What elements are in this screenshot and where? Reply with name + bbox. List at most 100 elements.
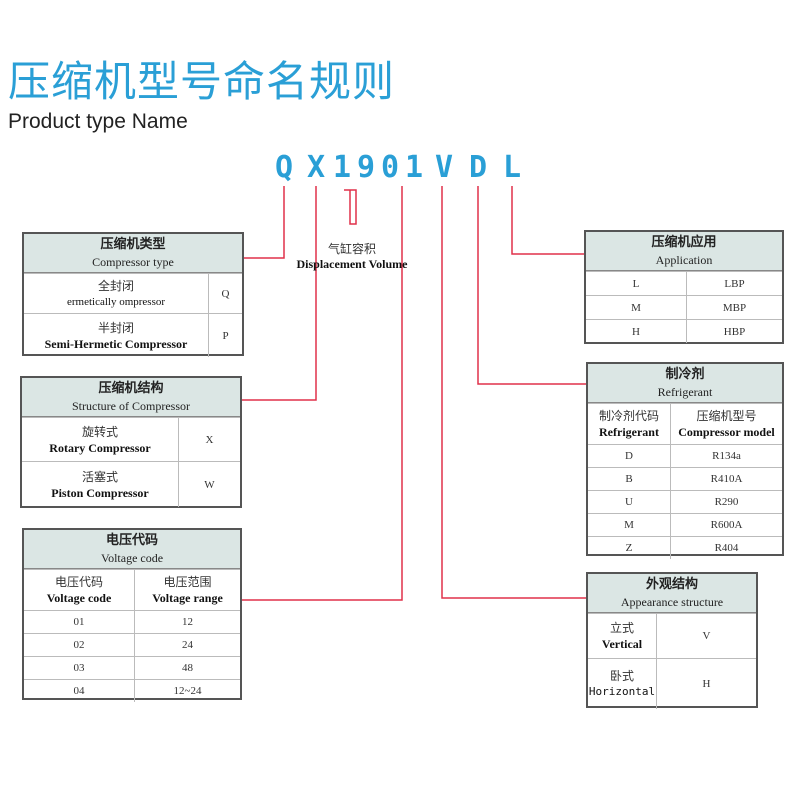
code-letter-v: V xyxy=(434,150,454,185)
compressor-type-name-cn: 半封闭 xyxy=(97,320,134,335)
code-digit-1: 1 xyxy=(332,150,352,185)
refrigerant-row: B R410A xyxy=(588,467,782,490)
structure-name-en: Piston Compressor xyxy=(51,485,149,500)
refrigerant-value: R134a xyxy=(712,450,741,462)
voltage-range: 12 xyxy=(182,616,193,628)
compressor-type-code: Q xyxy=(221,287,230,300)
appearance-row: 卧式 Horizontal H xyxy=(588,658,756,709)
compressor-type-name-cn: 全封闭 xyxy=(97,278,134,293)
compressor-type-name-en: ermetically ompressor xyxy=(66,295,166,308)
application-row: H HBP xyxy=(586,319,782,343)
application-value: HBP xyxy=(723,325,746,338)
application-row: L LBP xyxy=(586,271,782,295)
structure-title-en: Structure of Compressor xyxy=(72,399,190,413)
appearance-code: V xyxy=(702,630,711,642)
refrigerant-box: 制冷剂 Refrigerant 制冷剂代码 Refrigerant 压缩机型号 … xyxy=(586,362,784,559)
application-value: LBP xyxy=(724,277,745,290)
displacement-en: Displacement Volume xyxy=(296,257,408,271)
voltage-col-code-cn: 电压代码 xyxy=(54,575,103,589)
structure-name-cn: 旋转式 xyxy=(81,424,118,439)
appearance-code: H xyxy=(702,678,711,690)
application-row: M MBP xyxy=(586,295,782,319)
page-subtitle: Product type Name xyxy=(8,110,188,133)
voltage-col-code-en: Voltage code xyxy=(46,591,112,605)
appearance-header: 外观结构 Appearance structure xyxy=(588,574,756,613)
compressor-type-row: 全封闭 ermetically ompressor Q xyxy=(24,273,242,313)
refrigerant-code: D xyxy=(625,450,633,462)
structure-title-cn: 压缩机结构 xyxy=(98,381,164,396)
refrigerant-value: R600A xyxy=(710,519,743,531)
refrigerant-row: M R600A xyxy=(588,513,782,536)
compressor-type-title-en: Compressor type xyxy=(92,255,174,269)
refrigerant-code: M xyxy=(624,519,634,531)
refrigerant-code: Z xyxy=(625,542,633,554)
voltage-col-range-en: Voltage range xyxy=(152,591,223,605)
voltage-row: 01 12 xyxy=(24,610,240,633)
code-letter-d: D xyxy=(468,150,488,185)
refrigerant-title-en: Refrigerant xyxy=(657,385,713,399)
code-digit-9: 9 xyxy=(356,150,376,185)
appearance-title-cn: 外观结构 xyxy=(645,577,698,592)
refrigerant-row: D R134a xyxy=(588,444,782,467)
voltage-col-headers: 电压代码 Voltage code 电压范围 Voltage range xyxy=(24,569,240,610)
connector-l xyxy=(511,186,584,255)
voltage-row: 03 48 xyxy=(24,656,240,679)
voltage-range: 48 xyxy=(182,662,193,674)
application-code: H xyxy=(632,325,640,338)
compressor-type-name-en: Semi-Hermetic Compressor xyxy=(44,336,188,351)
voltage-code: 02 xyxy=(73,639,85,651)
compressor-type-header: 压缩机类型 Compressor type xyxy=(24,234,242,273)
refrigerant-value: R410A xyxy=(710,473,743,485)
application-value: MBP xyxy=(722,301,747,314)
application-title-cn: 压缩机应用 xyxy=(651,235,717,250)
code-letter-l: L xyxy=(502,150,522,185)
voltage-code: 04 xyxy=(73,685,85,697)
voltage-code: 03 xyxy=(73,662,85,674)
appearance-row: 立式 Vertical V xyxy=(588,613,756,658)
code-digit-1b: 1 xyxy=(404,150,424,185)
refrigerant-title-cn: 制冷剂 xyxy=(665,367,705,382)
appearance-title-en: Appearance structure xyxy=(620,595,724,609)
refrigerant-col-model-cn: 压缩机型号 xyxy=(696,409,757,423)
voltage-title-cn: 电压代码 xyxy=(105,533,158,548)
refrigerant-col-code-en: Refrigerant xyxy=(599,425,659,439)
voltage-code: 01 xyxy=(73,616,85,628)
voltage-range: 12~24 xyxy=(173,685,202,697)
displacement-label: 气缸容积 Displacement Volume xyxy=(282,240,422,272)
structure-name-cn: 活塞式 xyxy=(81,469,118,484)
application-code: L xyxy=(632,277,640,290)
voltage-col-range-cn: 电压范围 xyxy=(163,575,212,589)
connector-displacement xyxy=(344,189,357,225)
application-box: 压缩机应用 Application L LBP M MBP H HBP xyxy=(584,230,784,344)
structure-row: 活塞式 Piston Compressor W xyxy=(22,461,240,507)
compressor-type-row: 半封闭 Semi-Hermetic Compressor P xyxy=(24,313,242,357)
connector-q xyxy=(244,186,285,259)
refrigerant-value: R404 xyxy=(714,542,739,554)
refrigerant-code: U xyxy=(625,496,633,508)
voltage-range: 24 xyxy=(182,639,193,651)
compressor-type-title-cn: 压缩机类型 xyxy=(100,237,166,252)
voltage-row: 04 12~24 xyxy=(24,679,240,702)
refrigerant-code: B xyxy=(625,473,633,485)
refrigerant-value: R290 xyxy=(714,496,739,508)
voltage-header: 电压代码 Voltage code xyxy=(24,530,240,569)
code-letter-x: X xyxy=(306,150,326,185)
appearance-name-en: Vertical xyxy=(601,637,643,651)
structure-header: 压缩机结构 Structure of Compressor xyxy=(22,378,240,417)
code-letter-q: Q xyxy=(274,150,294,185)
compressor-type-code: P xyxy=(222,329,229,342)
structure-code: X xyxy=(205,433,214,446)
voltage-row: 02 24 xyxy=(24,633,240,656)
appearance-name-cn: 卧式 xyxy=(609,669,634,683)
structure-row: 旋转式 Rotary Compressor X xyxy=(22,417,240,461)
compressor-type-box: 压缩机类型 Compressor type 全封闭 ermetically om… xyxy=(22,232,244,357)
application-header: 压缩机应用 Application xyxy=(586,232,782,271)
refrigerant-header: 制冷剂 Refrigerant xyxy=(588,364,782,403)
code-digit-0: 0 xyxy=(380,150,400,185)
refrigerant-row: U R290 xyxy=(588,490,782,513)
application-code: M xyxy=(631,301,641,314)
displacement-cn: 气缸容积 xyxy=(327,242,376,256)
connector-voltage xyxy=(242,186,403,601)
appearance-name-cn: 立式 xyxy=(609,621,634,635)
